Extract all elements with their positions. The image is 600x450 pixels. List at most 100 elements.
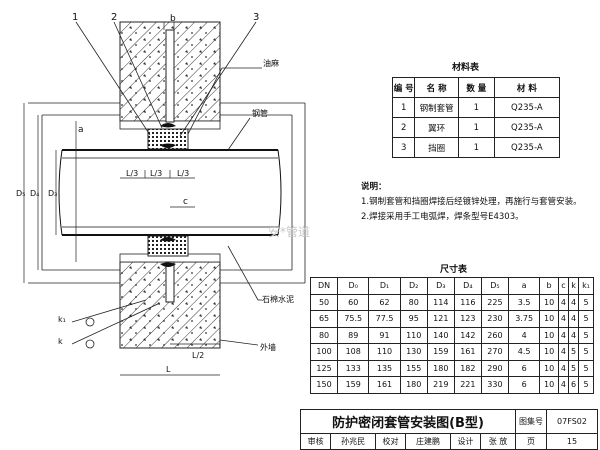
material-cell: 1 [457, 137, 495, 158]
size-header-cell: D₁ [368, 277, 401, 295]
size-cell: 180 [426, 359, 455, 377]
label-steel-pipe: 钢管 [252, 108, 268, 118]
dim-k1: k₁ [58, 315, 66, 324]
label-outer-wall: 外墙 [260, 342, 276, 352]
dim-L3-2: L/3 [150, 169, 162, 178]
size-cell: 4 [557, 326, 570, 344]
size-table-title: 尺寸表 [440, 265, 468, 275]
wing-ring-top [165, 29, 175, 123]
material-cell: 1 [391, 97, 416, 118]
dim-a-label: a [78, 125, 84, 135]
size-cell: 80 [309, 326, 339, 344]
note-item-1: 1.钢制套管和挡圈焊接后经镀锌处理，再施行与套管安装。 [361, 197, 582, 207]
designer-name: 张 放 [480, 433, 516, 450]
size-cell: 65 [309, 310, 339, 328]
size-cell: 159 [337, 376, 370, 394]
note-item-2: 2.焊接采用手工电弧焊，焊条型号E4303。 [361, 212, 524, 222]
size-cell: 91 [368, 326, 401, 344]
size-table-header: DN D₀ D₁ D₂ D₃ D₄ D₅ a b c k k₁ [309, 277, 594, 295]
dim-D4: D₄ [30, 189, 39, 198]
dim-lines-left [23, 103, 77, 283]
dim-L3-3: L/3 [177, 169, 189, 178]
size-cell: 6 [507, 359, 541, 377]
size-header-cell: DN [309, 277, 339, 295]
size-cell: 161 [453, 343, 482, 361]
size-cell: 5 [578, 310, 594, 328]
size-cell: 116 [453, 293, 482, 311]
size-cell: 10 [539, 376, 559, 394]
weld-mark-1 [160, 123, 176, 128]
designer-label: 设计 [449, 433, 482, 450]
material-row: 3 挡圈 1 Q235-A [391, 137, 561, 158]
size-cell: 10 [539, 326, 559, 344]
material-row: 2 翼环 1 Q235-A [391, 117, 561, 138]
size-cell: 290 [480, 359, 509, 377]
size-cell: 135 [368, 359, 401, 377]
size-cell: 4.5 [507, 343, 541, 361]
dim-D5: D₅ [16, 189, 25, 198]
size-cell: 4 [557, 343, 570, 361]
size-cell: 4 [557, 376, 570, 394]
callout-2: 2 [111, 12, 117, 23]
size-cell: 5 [578, 376, 594, 394]
material-cell: 1 [457, 117, 495, 138]
size-cell: 121 [426, 310, 455, 328]
label-asbestos-cement: 石棉水泥 [262, 294, 294, 304]
material-cell: Q235-A [493, 137, 561, 158]
size-cell: 221 [453, 376, 482, 394]
size-header-cell: c [557, 277, 570, 295]
envelope-lines [28, 102, 306, 284]
reviewer-label: 审核 [299, 433, 332, 450]
size-cell: 123 [453, 310, 482, 328]
size-cell: 6 [507, 376, 541, 394]
size-cell: 4 [568, 326, 580, 344]
weld-mark-3 [160, 237, 176, 242]
material-table-title: 材料表 [452, 63, 480, 73]
size-cell: 142 [453, 326, 482, 344]
size-cell: 89 [337, 326, 370, 344]
size-cell: 133 [337, 359, 370, 377]
dim-D3: D₃ [48, 189, 57, 198]
size-header-cell: D₄ [453, 277, 482, 295]
steel-pipe [58, 149, 282, 236]
material-cell: 翼环 [414, 117, 459, 138]
material-cell: 3 [391, 137, 416, 158]
dim-c-label: c [183, 197, 188, 207]
checker-name: 庄建鹏 [405, 433, 451, 450]
callout-3: 3 [253, 12, 259, 23]
material-table-header: 编 号 名 称 数 量 材 料 [391, 77, 561, 98]
size-cell: 182 [453, 359, 482, 377]
size-cell: 60 [337, 293, 370, 311]
dim-L2: L/2 [192, 351, 204, 360]
dim-lines-horizontal [120, 22, 220, 376]
size-cell: 95 [399, 310, 428, 328]
material-cell: Q235-A [493, 97, 561, 118]
size-cell: 100 [309, 343, 339, 361]
size-cell: 130 [399, 343, 428, 361]
size-cell: 50 [309, 293, 339, 311]
watermark: 安*管道 [268, 224, 310, 239]
material-header-no: 编 号 [391, 77, 416, 98]
size-header-cell: D₂ [399, 277, 428, 295]
size-cell: 10 [539, 359, 559, 377]
size-cell: 4 [568, 310, 580, 328]
atlas-label: 图集号 [515, 409, 547, 434]
size-cell: 180 [399, 376, 428, 394]
material-cell: 钢制套管 [414, 97, 459, 118]
size-cell: 4 [557, 310, 570, 328]
material-cell: 2 [391, 117, 416, 138]
size-header-cell: k₁ [578, 277, 594, 295]
size-header-cell: D₃ [426, 277, 455, 295]
dim-k: k [58, 337, 63, 346]
material-cell: 挡圈 [414, 137, 459, 158]
size-header-cell: a [507, 277, 541, 295]
size-cell: 5 [578, 359, 594, 377]
size-cell: 230 [480, 310, 509, 328]
notes: 说明： 1.钢制套管和挡圈焊接后经镀锌处理，再施行与套管安装。 2.焊接采用手工… [361, 180, 582, 225]
dim-L3-1: L/3 [126, 169, 138, 178]
size-cell: 159 [426, 343, 455, 361]
material-row: 1 钢制套管 1 Q235-A [391, 97, 561, 118]
